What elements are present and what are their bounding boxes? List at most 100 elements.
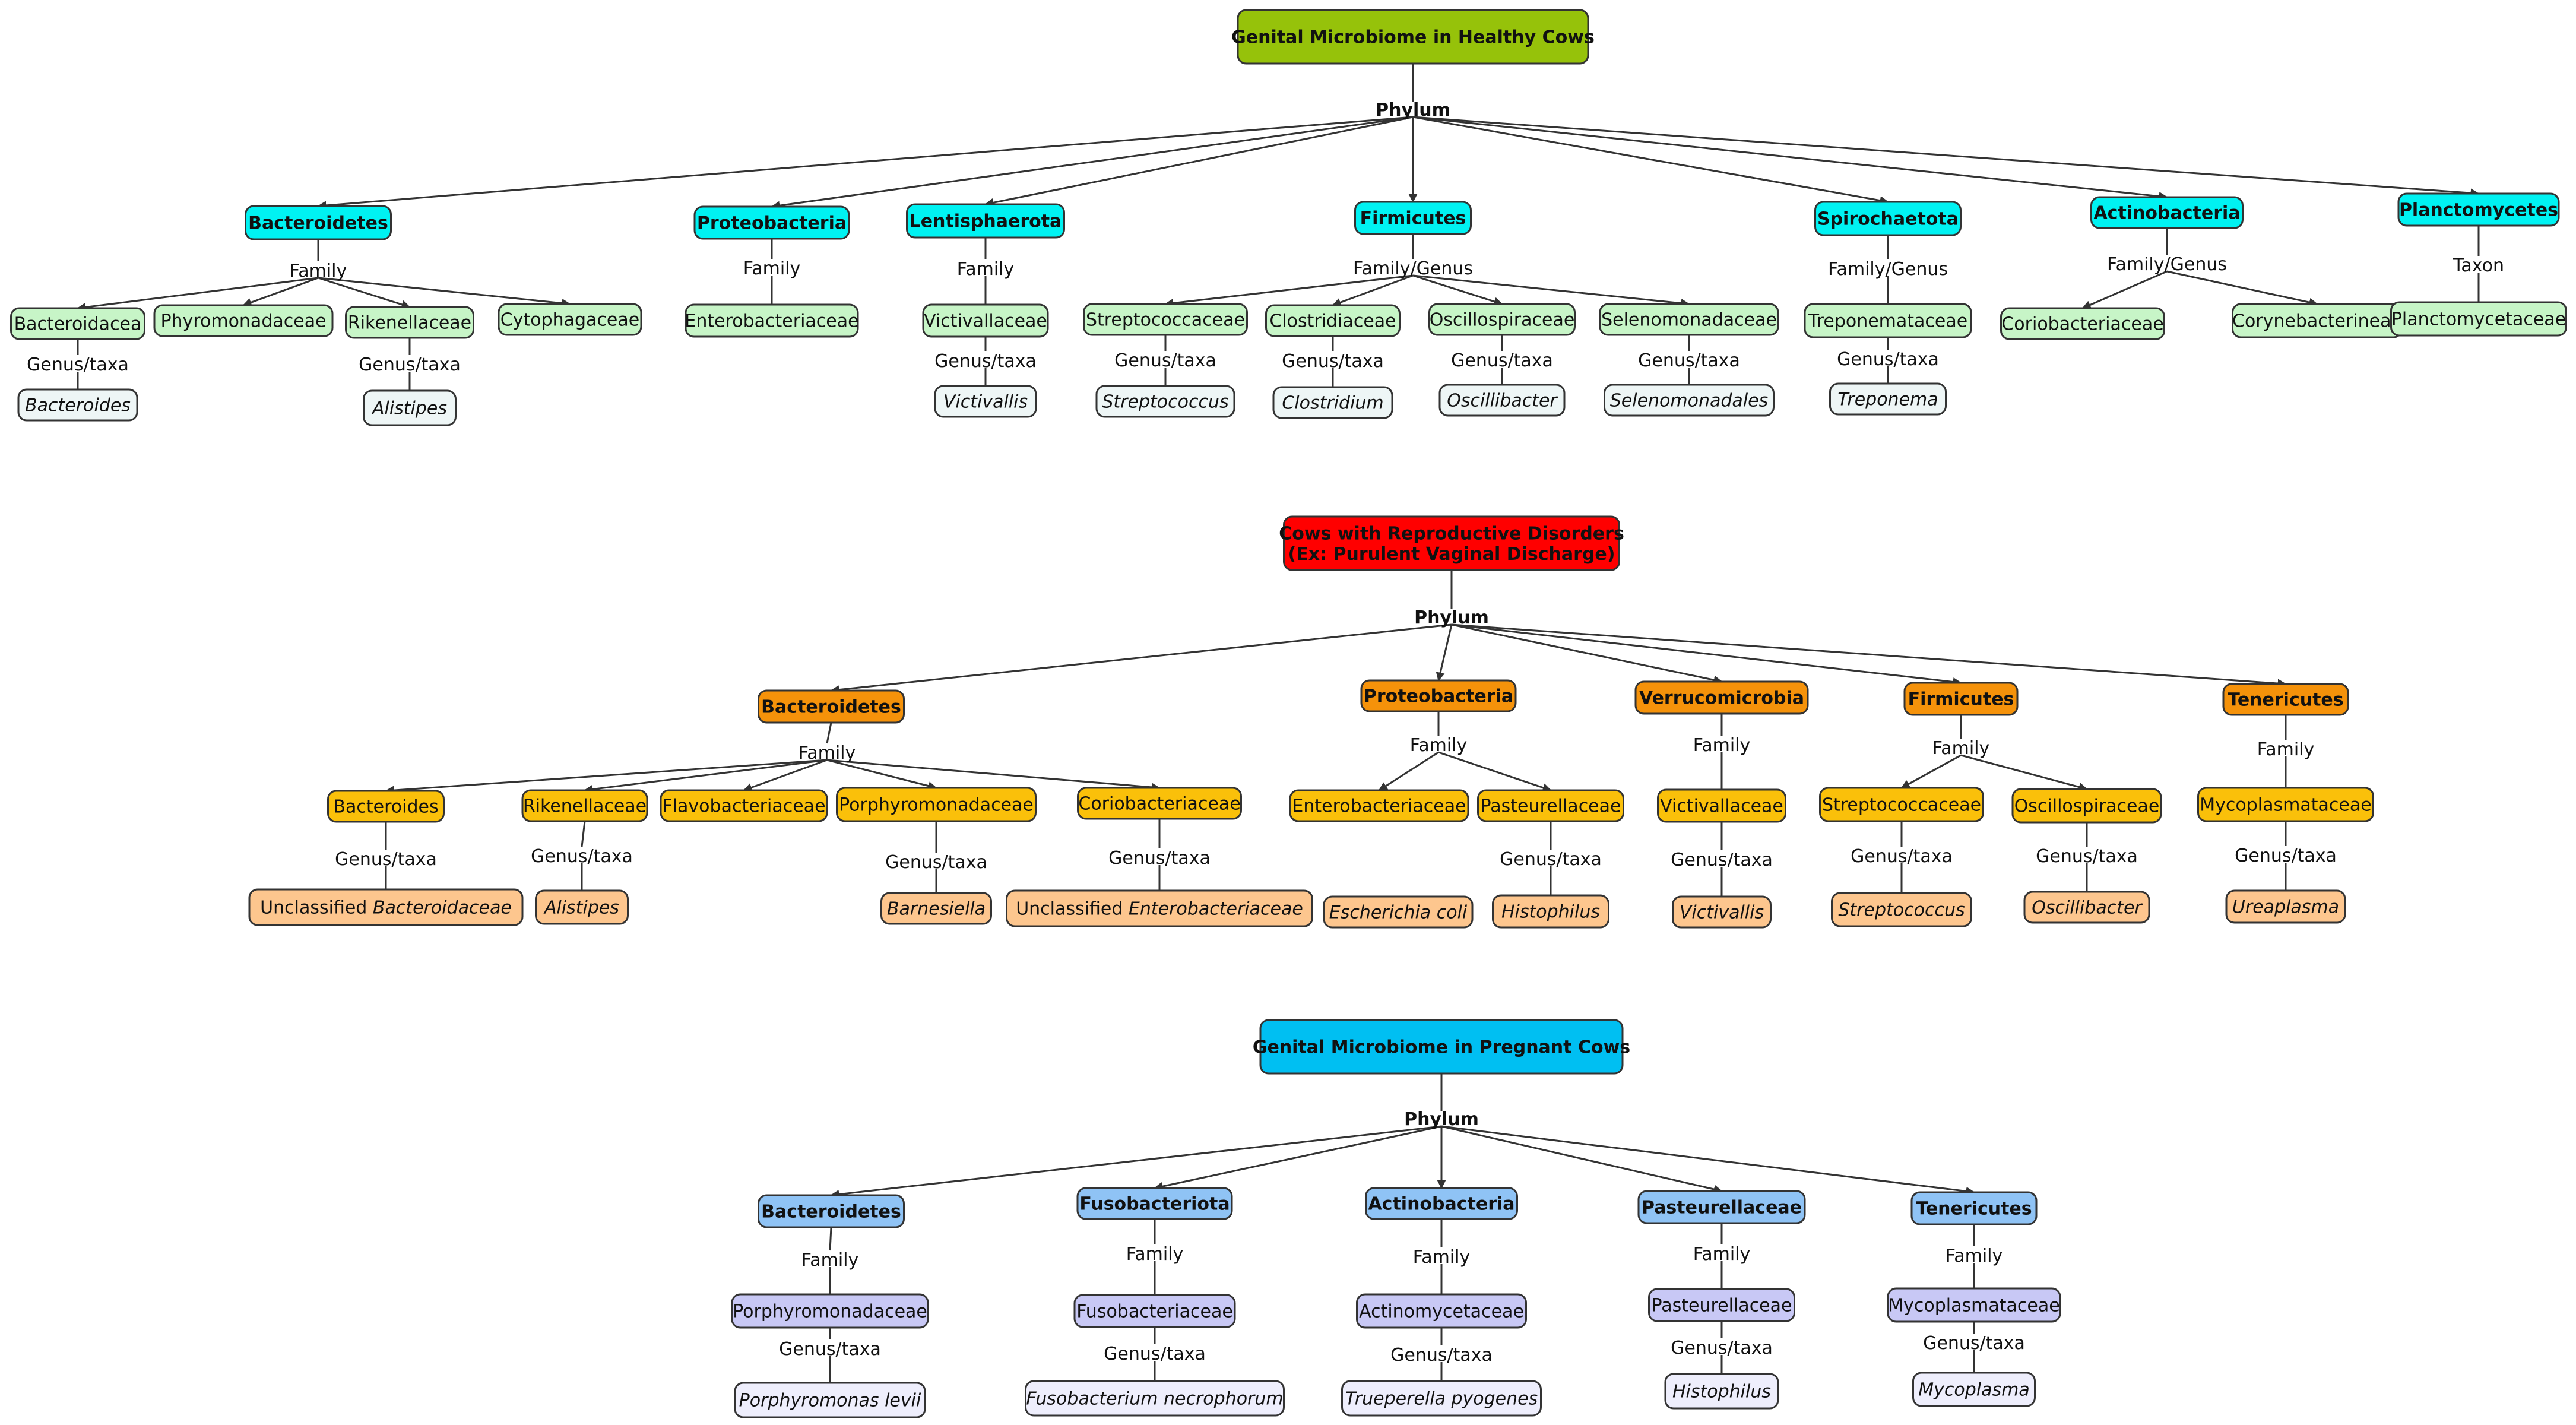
healthy-genus-rank-label: Genus/taxa [934,351,1037,372]
disorder-genus-rank-label: Genus/taxa [2235,846,2337,866]
healthy-genus-bacteroides-box [17,388,138,422]
healthy-genus-oscillibacter-text: Oscillibacter [1447,391,1558,411]
healthy-genus-victivallis: Victivallis [934,385,1037,418]
healthy-phylum-edge [317,116,1414,210]
disorder-family-oscillospiraceae-box [2011,788,2162,824]
healthy-family-edge [242,277,319,307]
disorder-genus-bacteroidaceae-text: Unclassified Bacteroidaceae [260,898,512,919]
disorder-family-enterobacteriaceae-text: Enterobacteriaceae [1292,796,1466,817]
healthy-phylum-spirochaetota: Spirochaetota [1814,201,1962,236]
pregnant-phylum-actinobacteria-text: Actinobacteria [1368,1194,1514,1215]
disorder-genus-rank-label: Genus/taxa [335,849,437,870]
pregnant-family-mycoplasmataceae: Mycoplasmataceae [1887,1287,2061,1323]
disorder-family-mycoplasmataceae-text: Mycoplasmataceae [2200,795,2371,816]
pregnant-genus-histophilus: Histophilus [1664,1373,1779,1410]
disorder-phylum-edge [1436,624,1453,682]
pregnant-family-mycoplasmataceae-box [1887,1287,2061,1323]
healthy-family-clostridiaceae-text: Clostridiaceae [1269,311,1396,332]
healthy-family-streptococcaceae: Streptococcaceae [1083,303,1248,336]
disorder-phylum-verrucomicrobia-text: Verrucomicrobia [1639,688,1804,709]
disorder-rank-label: Family [1410,735,1468,756]
healthy-rank-label: Family/Genus [1353,258,1473,279]
healthy-genus-alistipes: Alistipes [363,390,457,426]
healthy-family-bacteroidacea: Bacteroidacea [10,307,145,340]
disorder-phylum-edge [830,623,1452,695]
pregnant-genus-mycoplasma: Mycoplasma [1912,1372,2036,1407]
healthy-family-bacteroidacea-text: Bacteroidacea [14,314,142,335]
healthy-family-treponemataceae-box [1804,303,1972,338]
pregnant-phylum-fusobacteriota-box [1076,1187,1233,1220]
disorder-phylum-firmicutes: Firmicutes [1903,682,2019,716]
healthy-family-enterobacteriaceae-text: Enterobacteriaceae [685,311,858,332]
disorder-genus-ureaplasma-box [2225,889,2346,924]
healthy-phylum-edge [1412,116,1889,205]
healthy-rank-label: Family/Genus [2107,254,2227,275]
healthy-phylum-lentisphaerota-box [906,203,1065,239]
pregnant-family-actinomycetaceae-text: Actinomycetaceae [1359,1302,1524,1322]
pregnant-family-porphyromonadaceae-box [731,1293,929,1329]
healthy-genus-treponema: Treponema [1829,382,1947,416]
pregnant-genus-porphyromonas-levii-box [734,1382,926,1418]
disorder-genus-enterobacteriaceae-taxon: Enterobacteriaceae [1129,899,1303,920]
disorder-phylum-verrucomicrobia-box [1634,680,1809,715]
disorder-phylum-verrucomicrobia: Verrucomicrobia [1634,680,1809,715]
healthy-rank-label: Family [743,258,801,279]
pregnant-phylum-tenericutes: Tenericutes [1910,1191,2038,1226]
healthy-phylum-spirochaetota-text: Spirochaetota [1817,209,1959,230]
disorder-family-oscillospiraceae-text: Oscillospiraceae [2014,796,2160,817]
healthy-family-edge [2166,270,2318,307]
pregnant-phylum-edge [1441,1125,1723,1194]
pregnant-family-actinomycetaceae: Actinomycetaceae [1356,1293,1527,1329]
disorder-family-mycoplasmataceae-box [2197,787,2374,822]
healthy-genus-victivallis-box [934,385,1037,418]
disorder-genus-enterobacteriaceae-prefix: Unclassified [1016,899,1129,920]
pregnant-genus-histophilus-box [1664,1373,1779,1410]
healthy-genus-rank-label: Genus/taxa [27,354,129,375]
pregnant-phylum-actinobacteria: Actinobacteria [1365,1187,1518,1220]
disorder-family-edge [1438,751,1552,792]
disorder-genus-rank-label: Genus/taxa [885,852,987,873]
disorder-genus-victivallis-box [1672,895,1772,929]
healthy-family-edge [1412,274,1503,306]
healthy-family-streptococcaceae-text: Streptococcaceae [1086,310,1245,331]
healthy-family-phyromonadaceae-text: Phyromonadaceae [160,311,326,332]
healthy-phylum-edge [984,116,1414,207]
healthy-phylum-edge [1412,116,2168,201]
disorder-genus-streptococcus-text: Streptococcus [1838,900,1965,921]
disorder-phylum-proteobacteria-text: Proteobacteria [1364,686,1513,707]
disorder-family-edge [826,759,937,790]
healthy-family-selenomonadaceae-text: Selenomonadaceae [1601,310,1777,331]
healthy-family-edge [1164,274,1414,308]
disorder-genus-bacteroidaceae-taxon: Bacteroidaceae [373,898,512,919]
disorder-family-streptococcaceae: Streptococcaceae [1819,787,1984,822]
healthy-genus-bacteroides-text: Bacteroides [25,395,131,416]
healthy-genus-oscillibacter-box [1438,384,1566,417]
disorder-family-edge [1960,754,2088,791]
disorder-family-mycoplasmataceae: Mycoplasmataceae [2197,787,2374,822]
pregnant-rank-edge [829,1227,832,1251]
pregnant-genus-rank-label: Genus/taxa [1104,1344,1206,1364]
healthy-genus-clostridium: Clostridium [1272,386,1393,419]
disorder-phylum-tenericutes-text: Tenericutes [2228,690,2343,711]
healthy-family-phyromonadaceae-box [153,304,334,337]
healthy-family-edge [77,277,319,312]
pregnant-root-node: Genital Microbiome in Pregnant Cows [1253,1019,1630,1075]
healthy-family-oscillospiraceae-text: Oscillospiraceae [1430,310,1575,331]
healthy-family-bacteroidacea-box [10,307,145,340]
disorder-phylum-edge [1451,623,1723,685]
disorder-family-edge [1900,754,1962,789]
disorder-family-porphyromonadaceae: Porphyromonadaceae [836,787,1037,822]
healthy-root-node: Genital Microbiome in Healthy Cows [1231,9,1595,65]
pregnant-genus-trueperella-pyogenes: Trueperella pyogenes [1341,1380,1542,1417]
disorder-phylum-tenericutes: Tenericutes [2222,683,2349,716]
healthy-phylum-bacteroidetes-text: Bacteroidetes [248,213,388,234]
healthy-phylum-edge [1412,116,2480,198]
disorder-family-bacteroides-box [327,790,445,823]
healthy-family-planctomycetaceae-text: Planctomycetaceae [2391,309,2566,330]
healthy-rank-label: Taxon [2453,255,2504,276]
disorder-family-pasteurellaceae-text: Pasteurellaceae [1481,796,1621,817]
pregnant-genus-rank-label: Genus/taxa [779,1339,881,1360]
healthy-family-phyromonadaceae: Phyromonadaceae [153,304,334,337]
disorder-family-flavobacteriaceae-box [660,789,828,822]
